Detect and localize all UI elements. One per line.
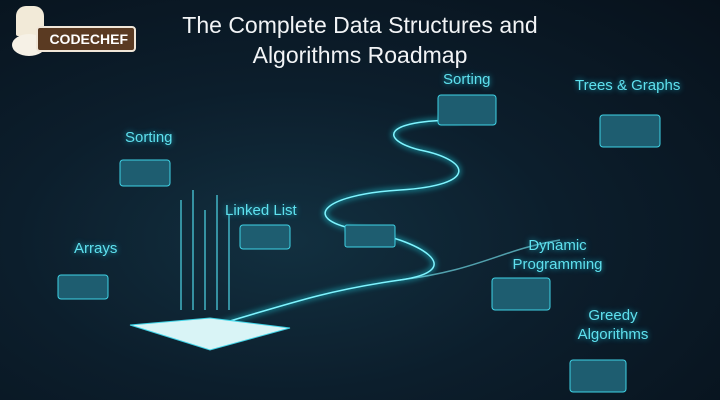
bar-chart-icon [437, 94, 497, 126]
gears-icon [491, 277, 551, 311]
chip-icon [344, 224, 396, 248]
topic-arrays: Arrays [74, 240, 118, 257]
hand-gear-icon [569, 359, 627, 393]
array-blocks-icon [57, 274, 109, 300]
linked-list-icon [239, 224, 291, 250]
topic-dynamic-programming: Dynamic Programming [512, 237, 603, 273]
topic-linked-list: Linked List [225, 202, 297, 219]
sorting-stack-icon [119, 159, 171, 187]
topic-greedy-algorithms: Greedy Algorithms [577, 307, 649, 343]
topic-trees-graphs: Trees & Graphs [575, 77, 681, 94]
tree-graph-icon [599, 114, 661, 148]
logo-text: CODECHEF [36, 26, 136, 52]
topic-sorting-1: Sorting [125, 129, 173, 146]
open-book-icon [129, 317, 291, 351]
topic-sorting-2: Sorting [443, 71, 491, 88]
